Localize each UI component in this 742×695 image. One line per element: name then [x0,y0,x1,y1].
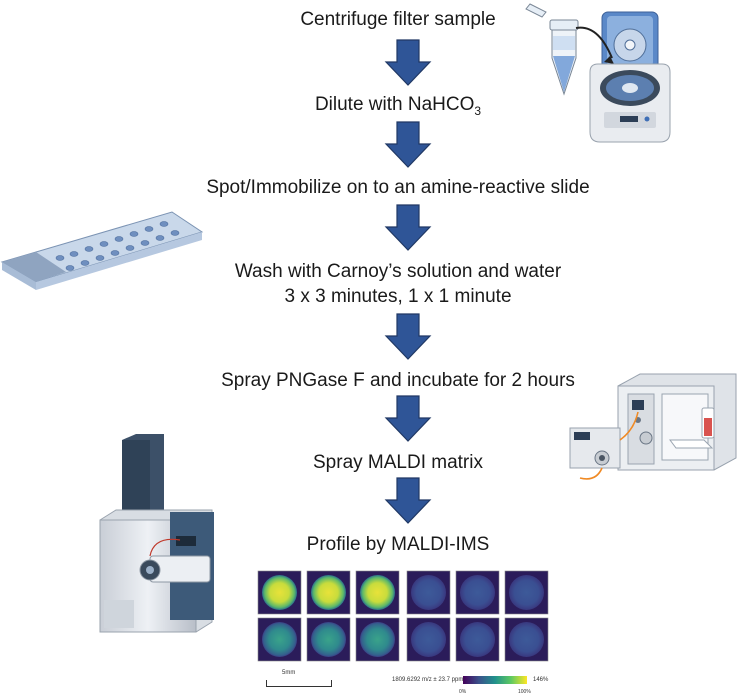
colorbar-max-label: 146% [533,677,549,683]
ims-spot-bright [360,575,395,610]
step-centrifuge-label: Centrifuge filter sample [300,9,496,30]
step-spot-label: Spot/Immobilize on to an amine-reactive … [206,177,590,198]
colorbar-min-tick: 0% [459,689,467,695]
ims-spot-mid [360,622,395,657]
scale-bar [266,680,332,687]
arrow-down-5 [384,395,432,442]
arrow-down-2 [384,121,432,168]
ims-spot-bright [262,575,297,610]
step-wash-label-line2: 3 x 3 minutes, 1 x 1 minute [284,286,512,307]
ims-image-panel [257,570,549,662]
arrow-down-1 [384,39,432,86]
scale-bar-label: 5mm [282,670,296,676]
step-dilute-subscript: 3 [474,103,482,118]
arrow-down-3 [384,204,432,251]
step-profile-label: Profile by MALDI-IMS [306,534,490,555]
ims-spot-dim [411,622,446,657]
step-matrix-label: Spray MALDI matrix [313,452,483,473]
centrifuge-tube-icon [525,3,579,96]
ims-spot-bright [311,575,346,610]
ims-spot-mid [262,622,297,657]
mass-spectrometer-icon [99,434,214,633]
ims-spot-mid [311,622,346,657]
step-dilute-label: Dilute with NaHCO3 [0,93,742,123]
ims-spot-dim [460,622,495,657]
ims-spot-dim [460,575,495,610]
step-pngase-label: Spray PNGase F and incubate for 2 hours [221,370,575,391]
arrow-down-6 [384,477,432,524]
colorbar [463,676,527,684]
ims-spot-dim [509,622,544,657]
mz-label: 1809.6292 m/z ± 23.7 ppm [392,677,464,683]
glass-slide-icon [0,211,204,290]
sprayer-instrument-icon [569,373,737,480]
colorbar-max-tick: 100% [518,689,531,695]
ims-spot-dim [509,575,544,610]
step-dilute-text: Dilute with NaHCO [314,94,475,115]
ims-spot-dim [411,575,446,610]
arrow-down-4 [384,313,432,360]
centrifuge-icon [575,11,671,143]
step-wash-label-line1: Wash with Carnoy’s solution and water [234,261,562,282]
